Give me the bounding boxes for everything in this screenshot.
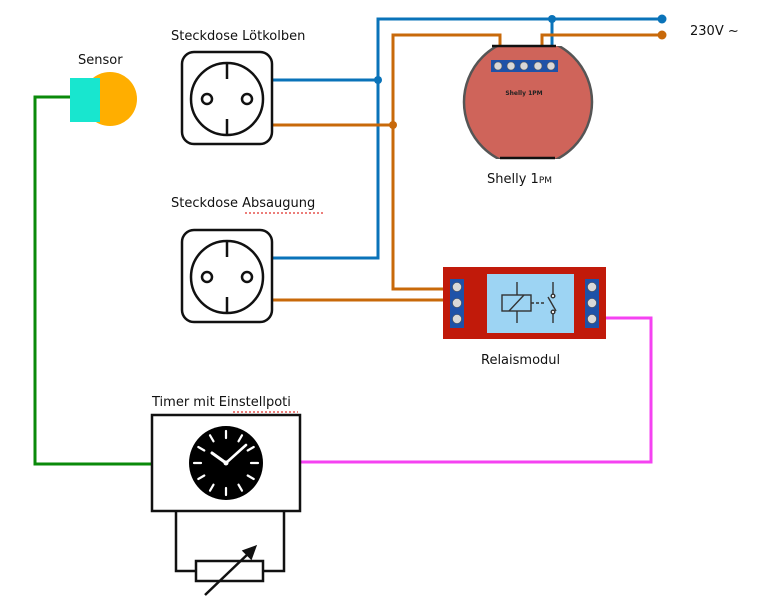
socket-extraction-label: Steckdose Absaugung (171, 196, 315, 211)
potentiometer-icon (174, 511, 286, 596)
shelly-caption-sub: PM (539, 176, 552, 186)
mains-neutral-terminal (657, 14, 667, 24)
timer-label: Timer mit Einstellpoti (151, 395, 291, 410)
socket-extraction-icon (180, 228, 274, 324)
junction-dot (548, 15, 556, 23)
signal-wire (301, 316, 653, 464)
clock-tick (197, 474, 206, 481)
relay-label: Relaismodul (481, 353, 560, 368)
mains-phase-terminal (657, 30, 667, 40)
clock-tick (208, 434, 215, 443)
phase-wire-shelly-out (391, 33, 502, 291)
shelly-screw-terminals (493, 61, 556, 71)
sensor-wire (33, 95, 151, 466)
shelly-caption: Shelly 1PM (487, 172, 552, 187)
mains-label: 230V ~ (690, 24, 739, 39)
relay-screws (452, 282, 597, 324)
junction-dot (389, 121, 397, 129)
relay-module (443, 267, 606, 339)
shelly-caption-main: Shelly 1 (487, 172, 539, 187)
clock-tick (237, 483, 244, 492)
sensor-body (70, 78, 100, 122)
clock-tick (246, 445, 255, 452)
shelly-inner-label: Shelly 1PM (505, 90, 542, 97)
clock-tick (197, 445, 206, 452)
clock-tick (208, 483, 215, 492)
socket-soldering-icon (180, 50, 274, 146)
relay-symbol-icon (501, 282, 557, 323)
sensor-label: Sensor (78, 53, 123, 68)
timer-module (150, 413, 302, 513)
socket-soldering-label: Steckdose Lötkolben (171, 29, 305, 44)
junction-dot (374, 76, 382, 84)
clock-icon (189, 426, 263, 500)
shelly-body (462, 46, 594, 159)
shelly-module: Shelly 1PM (462, 44, 594, 160)
neutral-wire-main (272, 17, 662, 260)
clock-tick (246, 474, 255, 481)
clock-tick (237, 434, 244, 443)
phase-wire-main (540, 33, 662, 45)
sensor (70, 72, 137, 126)
